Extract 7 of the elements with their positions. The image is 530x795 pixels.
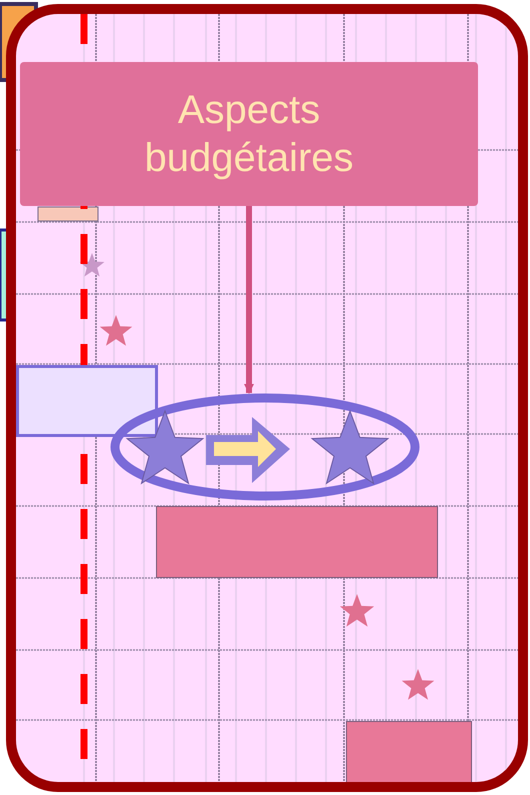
bar — [346, 721, 472, 782]
title-box — [20, 62, 478, 206]
arrow — [244, 206, 254, 394]
box-title: Aspects budgétaires — [143, 87, 355, 182]
bar — [156, 506, 438, 578]
shaded-rectangle — [16, 365, 158, 437]
oval-shape — [110, 393, 420, 501]
